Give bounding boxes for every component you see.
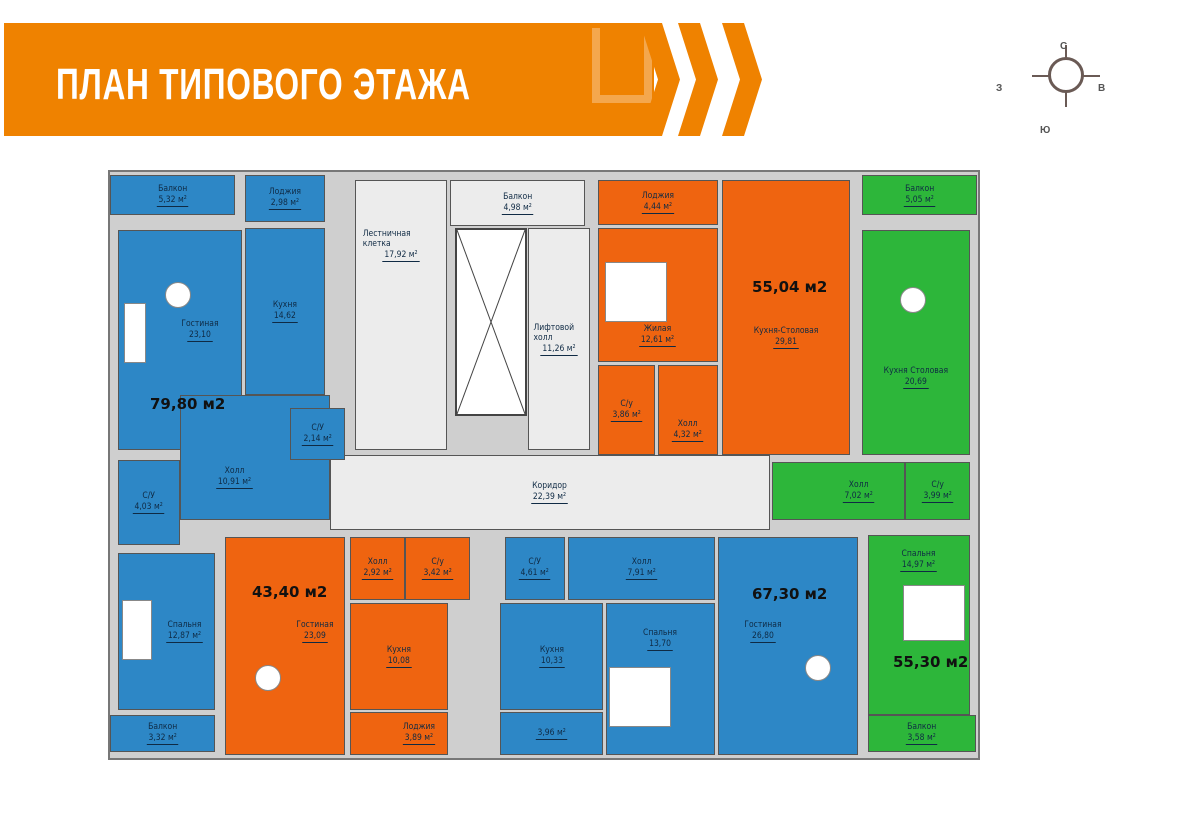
bed-icon <box>605 262 667 322</box>
apartment-area: 55,04 м2 <box>752 278 828 296</box>
sofa-icon <box>124 303 146 363</box>
elevator-shaft <box>455 228 527 416</box>
compass-south: Ю <box>1040 125 1051 136</box>
apartment-area: 67,30 м2 <box>752 585 828 603</box>
bed-icon <box>122 600 152 660</box>
table-icon <box>900 287 926 313</box>
bed-icon <box>903 585 965 641</box>
chevron-icon <box>678 23 718 136</box>
page-title: ПЛАН ТИПОВОГО ЭТАЖА <box>56 60 471 109</box>
compass: С З В Ю <box>990 35 1140 136</box>
apartment-area: 55,30 м2 <box>893 653 969 671</box>
room-loggia: 3,96 м² <box>500 712 603 755</box>
table-icon <box>165 282 191 308</box>
compass-west: З <box>996 83 1003 94</box>
sun-icon <box>1048 57 1084 93</box>
title-banner <box>4 23 654 136</box>
chevron-icon <box>722 23 762 136</box>
table-icon <box>255 665 281 691</box>
compass-east: В <box>1098 83 1106 94</box>
house-logo-icon <box>592 28 652 103</box>
apartment-area: 43,40 м2 <box>252 583 328 601</box>
table-icon <box>805 655 831 681</box>
bed-icon <box>609 667 671 727</box>
apartment-area: 79,80 м2 <box>150 395 226 413</box>
compass-north: С <box>1060 41 1068 52</box>
